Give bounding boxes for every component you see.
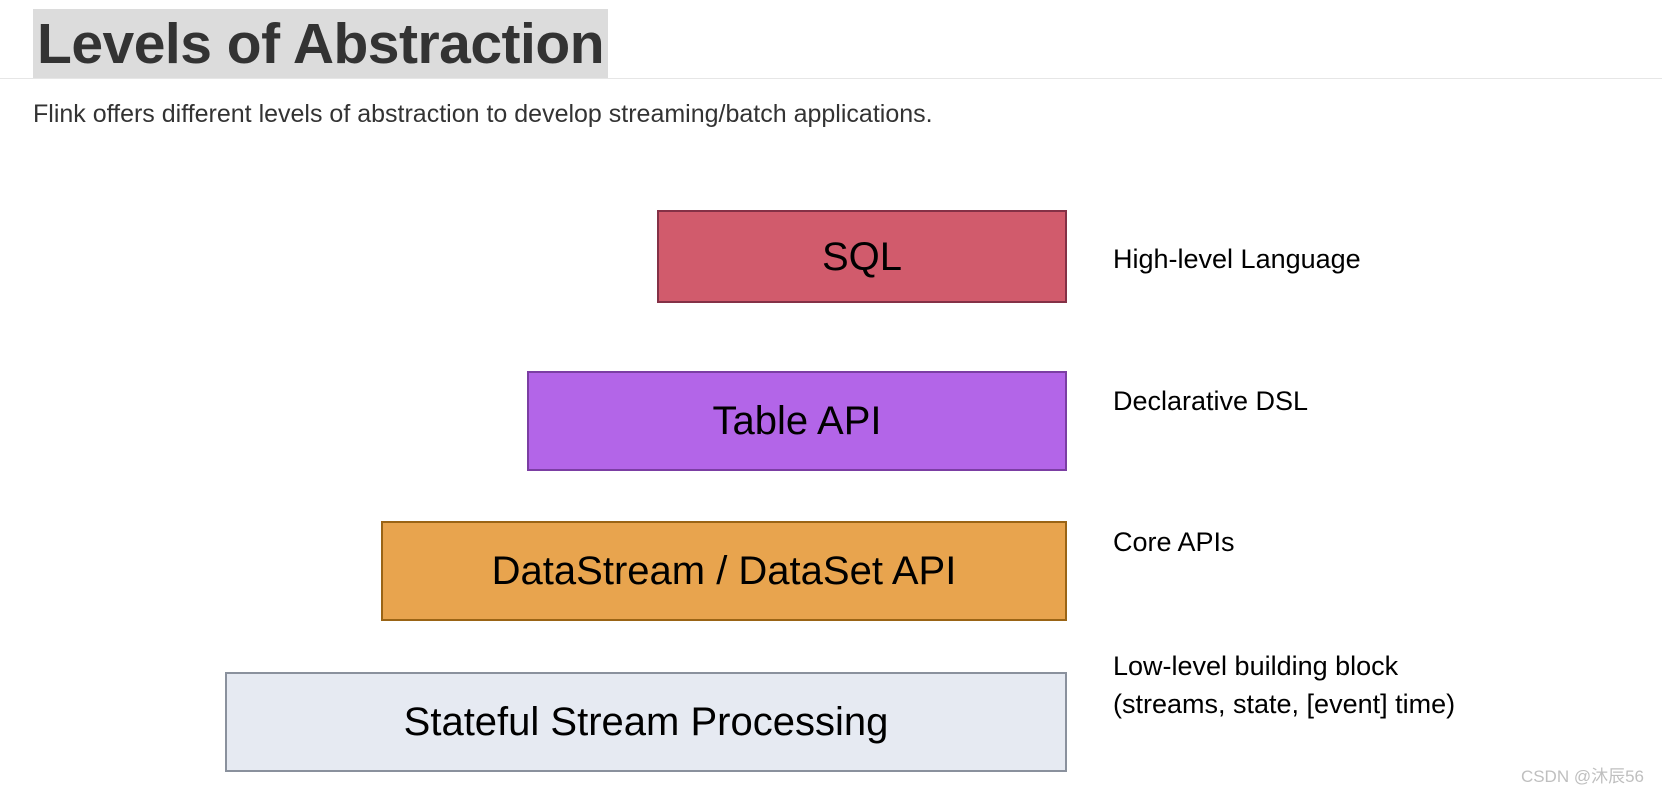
level-box-sql: SQL: [657, 210, 1067, 303]
watermark: CSDN @沐辰56: [1520, 767, 1644, 786]
level-description-datastream-dataset-api: Core APIs: [1113, 527, 1235, 557]
level-box-datastream-dataset-api: DataStream / DataSet API: [381, 521, 1067, 621]
level-label-datastream-dataset-api: DataStream / DataSet API: [491, 549, 957, 593]
level-box-table-api: Table API: [527, 371, 1067, 471]
title-divider: [0, 78, 1662, 79]
level-description-sql: High-level Language: [1113, 244, 1361, 274]
level-box-stateful-stream-processing: Stateful Stream Processing: [225, 672, 1067, 772]
level-label-stateful-stream-processing: Stateful Stream Processing: [403, 700, 889, 744]
level-description-stateful-stream-processing: Low-level building block (streams, state…: [1113, 651, 1456, 719]
level-label-sql: SQL: [821, 234, 903, 279]
level-description-table-api: Declarative DSL: [1113, 386, 1309, 416]
page-title: Levels of Abstraction: [33, 9, 609, 79]
page-subtitle: Flink offers different levels of abstrac…: [33, 100, 933, 128]
level-label-table-api: Table API: [712, 399, 882, 443]
